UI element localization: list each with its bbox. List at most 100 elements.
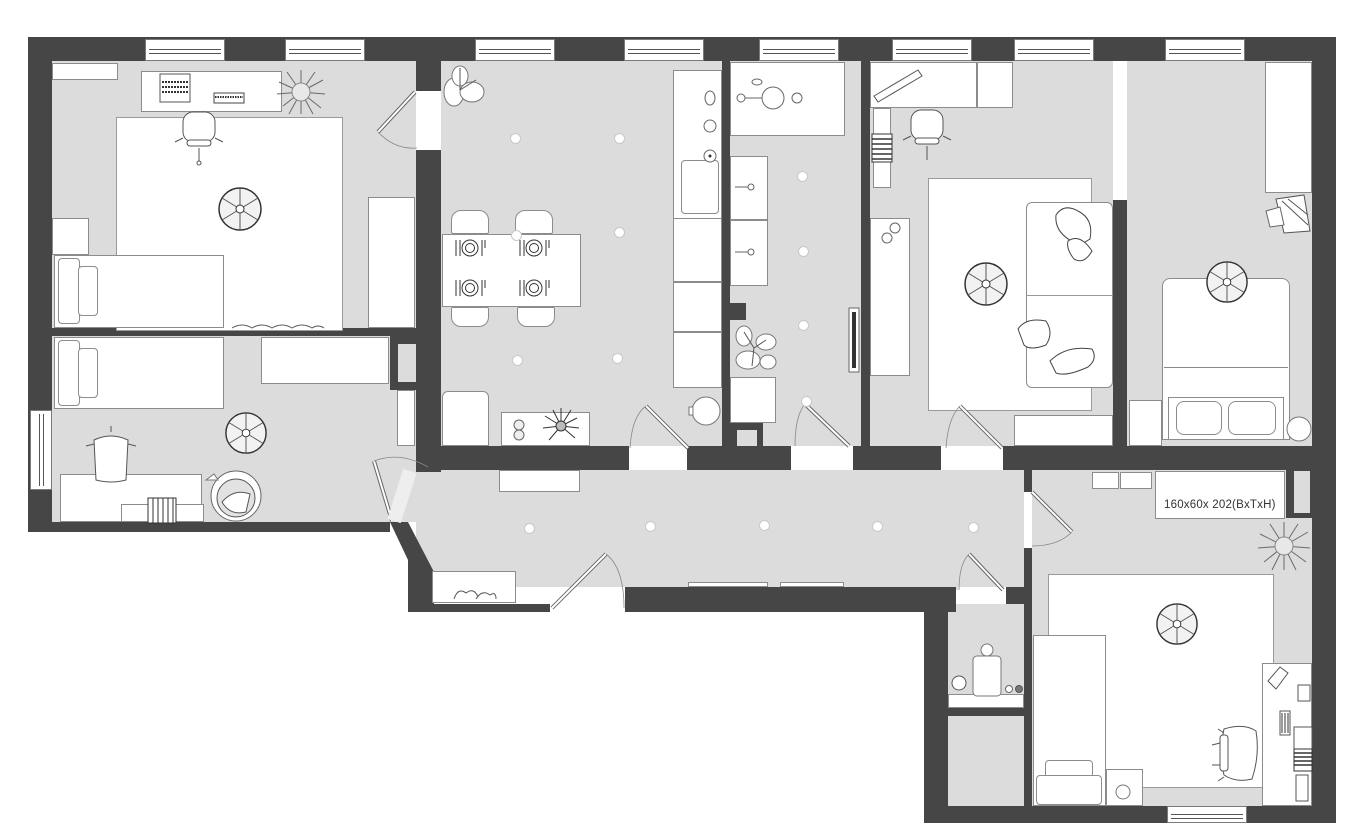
wardrobe-dimension-label: 160x60x 202(BxTxH) — [1164, 499, 1276, 511]
window — [475, 39, 555, 61]
wall-niche-bottom — [390, 382, 416, 390]
recessed-light — [797, 171, 808, 182]
cabinet — [673, 332, 722, 388]
ceiling-lamp-icon — [1156, 603, 1198, 645]
keyboard-icon — [213, 92, 245, 104]
niche-floor — [1294, 471, 1310, 513]
blanket — [1036, 775, 1102, 805]
place-setting-icon — [519, 279, 550, 297]
bathtub — [730, 62, 845, 136]
window — [30, 410, 52, 490]
desk — [870, 62, 977, 108]
dining-chair — [451, 210, 489, 234]
radiator-icon — [871, 133, 893, 163]
shoe-cabinet — [432, 571, 516, 603]
place-setting-icon — [455, 279, 486, 297]
wall-corridor-top-b — [687, 446, 791, 470]
wall-hall-bedroom-right-lower — [1024, 548, 1032, 806]
nightstand — [52, 218, 89, 255]
desk-items-icon — [1267, 666, 1313, 802]
outer-wall-bottom-left — [28, 522, 390, 532]
ceiling-lamp-icon — [225, 412, 267, 454]
dining-chair — [515, 210, 553, 234]
sofa-seam — [1026, 295, 1113, 296]
wall-corridor-bottom-left — [408, 604, 550, 612]
plant-icon — [443, 65, 485, 107]
bench — [1014, 415, 1113, 446]
door-opening-bedroom-right — [1024, 492, 1032, 548]
door-swing-entrance — [550, 552, 625, 610]
ceiling-lamp-icon — [218, 187, 262, 231]
door-swing — [958, 552, 1005, 592]
recessed-light — [512, 355, 523, 366]
wall-stub — [730, 303, 746, 320]
wardrobe — [1265, 62, 1312, 193]
cushion-icon — [1055, 207, 1093, 262]
dining-chair — [517, 307, 555, 327]
rug-fringe — [231, 324, 325, 329]
recessed-light — [872, 521, 883, 532]
plant-icon — [1257, 522, 1311, 571]
wall-wc-top-right — [1006, 587, 1026, 604]
wall-wc-left — [924, 604, 948, 823]
faucet-icon — [735, 248, 755, 256]
dresser — [261, 337, 389, 384]
recessed-light — [798, 246, 809, 257]
wall-living-master — [1113, 200, 1127, 446]
wall-corridor-top-a — [416, 446, 629, 470]
cabinet — [673, 218, 722, 282]
recessed-light — [612, 353, 623, 364]
door-swing — [794, 402, 851, 448]
recessed-light — [759, 520, 770, 531]
recessed-light — [798, 320, 809, 331]
door-swing — [372, 456, 429, 524]
wall-shelf — [688, 582, 768, 587]
window — [624, 39, 704, 61]
pillow — [78, 348, 98, 398]
towel-radiator-icon — [848, 307, 860, 373]
ceiling-lamp-icon — [1206, 261, 1248, 303]
wall-niche-side — [390, 336, 398, 384]
tv-console — [870, 218, 910, 376]
recessed-light — [968, 522, 979, 533]
basin-icon — [951, 675, 967, 691]
radiator-icon — [147, 497, 177, 524]
vanity — [730, 156, 768, 220]
door-opening-wc — [958, 587, 1006, 604]
drawer — [1092, 472, 1119, 489]
fruit-bowl-icon — [513, 419, 525, 441]
window — [892, 39, 972, 61]
recessed-light — [645, 521, 656, 532]
wall-corridor-bottom-right — [625, 587, 956, 612]
window — [759, 39, 839, 61]
door-swing — [629, 404, 690, 450]
office-chair-icon — [1211, 725, 1258, 782]
wall-hall-bedroom-right — [1024, 470, 1032, 492]
floor-storage — [948, 716, 1024, 806]
laptop-icon — [159, 73, 191, 103]
door-swing — [945, 404, 1004, 450]
door-opening-kitchen-bedroom — [418, 91, 441, 150]
door-opening-bath — [791, 446, 853, 470]
recessed-light — [801, 396, 812, 407]
armchair — [442, 391, 489, 446]
wall-corridor-top-d — [1003, 446, 1336, 470]
window — [285, 39, 365, 61]
wall-bath-living — [861, 61, 870, 446]
wall-left-kitchen — [416, 61, 441, 91]
chair-icon — [85, 426, 137, 483]
wall-wc-storage — [948, 708, 1024, 716]
bath-fixtures-icon — [736, 78, 803, 110]
drawer — [1120, 472, 1152, 489]
shoes-icon — [453, 590, 497, 600]
door-swing — [1030, 490, 1074, 547]
ceiling-lamp-icon — [964, 262, 1008, 306]
hob-icon — [703, 90, 717, 163]
laptop-icon — [873, 69, 923, 103]
recessed-light — [510, 133, 521, 144]
office-chair-icon — [174, 111, 224, 166]
wall-corridor-top-c — [853, 446, 941, 470]
office-chair-icon — [902, 109, 952, 160]
floor-patch — [737, 430, 757, 446]
